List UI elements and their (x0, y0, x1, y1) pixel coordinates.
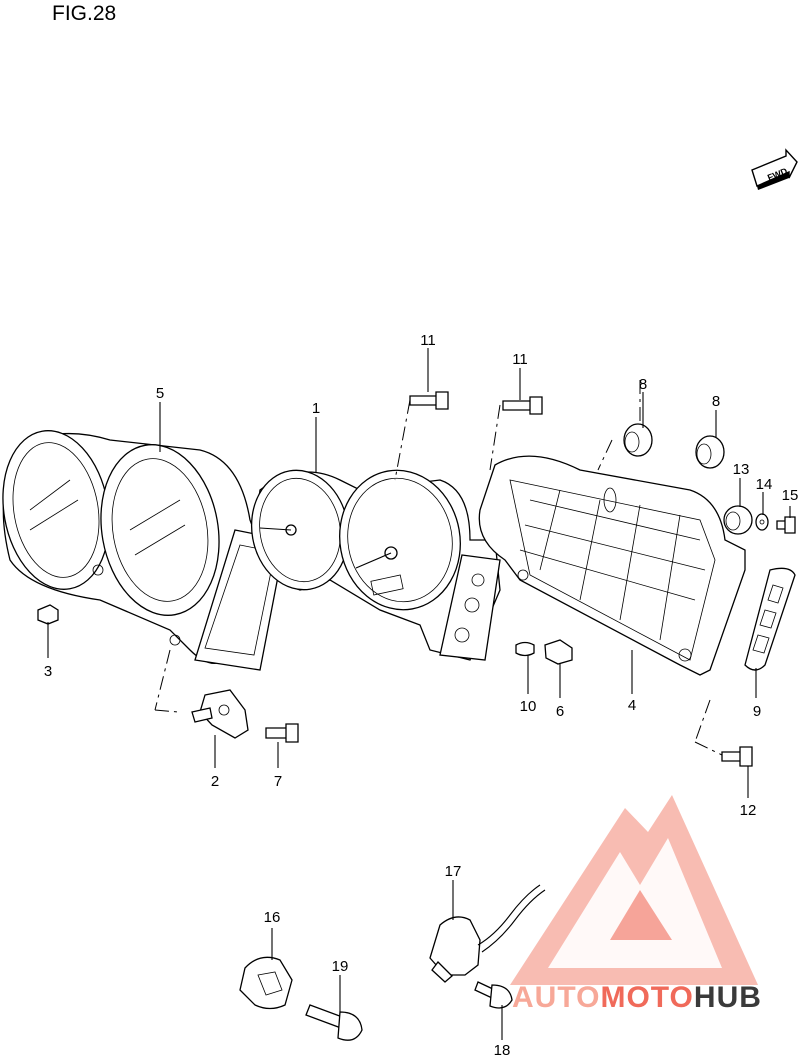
watermark-inner-mark (610, 890, 672, 940)
figure-title: FIG.28 (52, 2, 117, 25)
callout-17: 17 (445, 863, 462, 880)
callout-8b: 8 (712, 393, 720, 410)
screw-part-19 (305, 1004, 363, 1041)
watermark-auto: AUTO (512, 981, 600, 1014)
callout-4: 4 (628, 697, 636, 714)
callout-14: 14 (756, 476, 773, 493)
callout-5: 5 (156, 385, 164, 402)
socket-part-16 (239, 956, 293, 1010)
screw-part-12 (721, 746, 753, 767)
callout-3: 3 (44, 663, 52, 680)
screw-part-11b (502, 396, 543, 415)
meter-assembly-part-1 (250, 469, 501, 661)
callout-6: 6 (556, 703, 564, 720)
callout-7: 7 (274, 773, 282, 790)
screw-part-18 (474, 981, 513, 1009)
callout-11b: 11 (512, 351, 528, 368)
clip-part-3 (37, 604, 59, 625)
grommet-part-8b (695, 435, 725, 469)
callout-16: 16 (264, 909, 281, 926)
callout-2: 2 (211, 773, 219, 790)
socket-part-2 (191, 689, 249, 739)
watermark-moto: MOTO (600, 981, 693, 1014)
washer-part-14 (755, 513, 769, 531)
watermark-text: AUTOMOTOHUB (512, 981, 762, 1014)
screw-part-11a (409, 391, 449, 410)
leader-lines (47, 348, 791, 1040)
callout-1: 1 (312, 400, 320, 417)
watermark-hub: HUB (694, 981, 762, 1014)
screw-part-7 (265, 723, 299, 743)
callout-9: 9 (753, 703, 761, 720)
meter-cover-part-5 (2, 430, 286, 671)
callout-12: 12 (740, 802, 757, 819)
gasket-part-9 (744, 567, 796, 671)
callout-10: 10 (520, 698, 537, 715)
screw-part-15 (776, 516, 796, 534)
callout-13: 13 (733, 461, 750, 478)
bulb-socket-part-6 (544, 639, 573, 665)
bulb-part-10 (515, 641, 535, 657)
sensor-part-17 (429, 884, 546, 983)
grommet-part-8a (623, 423, 653, 457)
callout-8a: 8 (639, 376, 647, 393)
fwd-arrow: FWD (751, 148, 798, 190)
callout-19: 19 (332, 958, 349, 975)
watermark-logo: AUTOMOTOHUB (510, 795, 762, 1014)
callouts: 5 1 3 2 7 11 11 8 8 13 14 15 10 6 4 9 12… (44, 332, 799, 1059)
callout-18: 18 (494, 1042, 511, 1059)
meter-case-part-4 (478, 455, 746, 676)
cushion-part-13 (723, 505, 753, 535)
callout-11a: 11 (420, 332, 436, 349)
callout-15: 15 (782, 487, 799, 504)
